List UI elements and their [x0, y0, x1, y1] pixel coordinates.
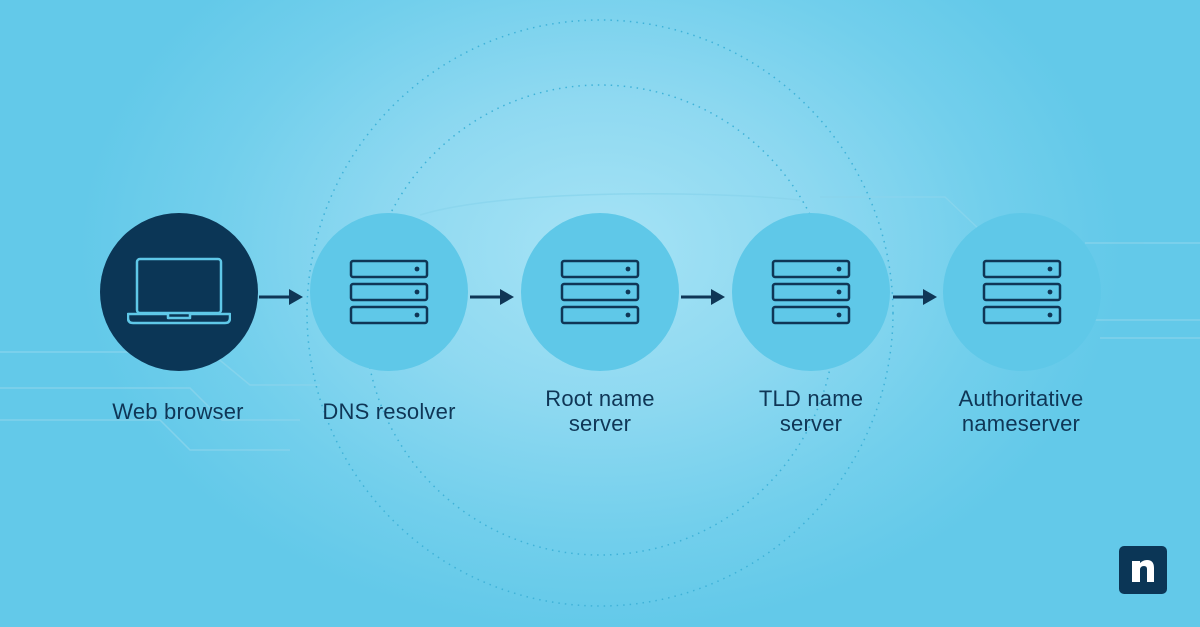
tld-name-server-node: [732, 213, 890, 371]
root-name-server-label: Root name server: [500, 386, 700, 436]
tld-name-server-label: TLD name server: [711, 386, 911, 436]
arrow-root-to-tld: [681, 289, 725, 305]
root-label-line1: Root name: [545, 386, 655, 411]
dns-resolver-node: [310, 213, 468, 371]
web-browser-label-text: Web browser: [112, 399, 244, 424]
ninjaone-logo-icon: [1119, 546, 1167, 594]
dns-resolver-label-text: DNS resolver: [322, 399, 456, 424]
logo-n-glyph: [1132, 560, 1154, 582]
arrow-tld-to-authoritative: [893, 289, 937, 305]
web-browser-node: [100, 213, 258, 371]
server-stack-icon: [560, 259, 640, 325]
root-label-line2: server: [568, 411, 632, 436]
root-name-server-node: [521, 213, 679, 371]
arrow-browser-to-resolver: [259, 289, 303, 305]
auth-label-line2: nameserver: [961, 411, 1081, 436]
authoritative-nameserver-node: [943, 213, 1101, 371]
laptop-icon: [127, 257, 231, 325]
arrow-resolver-to-root: [470, 289, 514, 305]
auth-label-line1: Authoritative: [958, 386, 1084, 411]
dns-resolver-label: DNS resolver: [289, 399, 489, 424]
tld-label-line1: TLD name: [758, 386, 864, 411]
server-stack-icon: [771, 259, 851, 325]
server-stack-icon: [349, 259, 429, 325]
web-browser-label: Web browser: [78, 399, 278, 424]
outer-dotted-ring: [306, 19, 894, 607]
authoritative-nameserver-label: Authoritative nameserver: [921, 386, 1121, 436]
server-stack-icon: [982, 259, 1062, 325]
tld-label-line2: server: [779, 411, 843, 436]
